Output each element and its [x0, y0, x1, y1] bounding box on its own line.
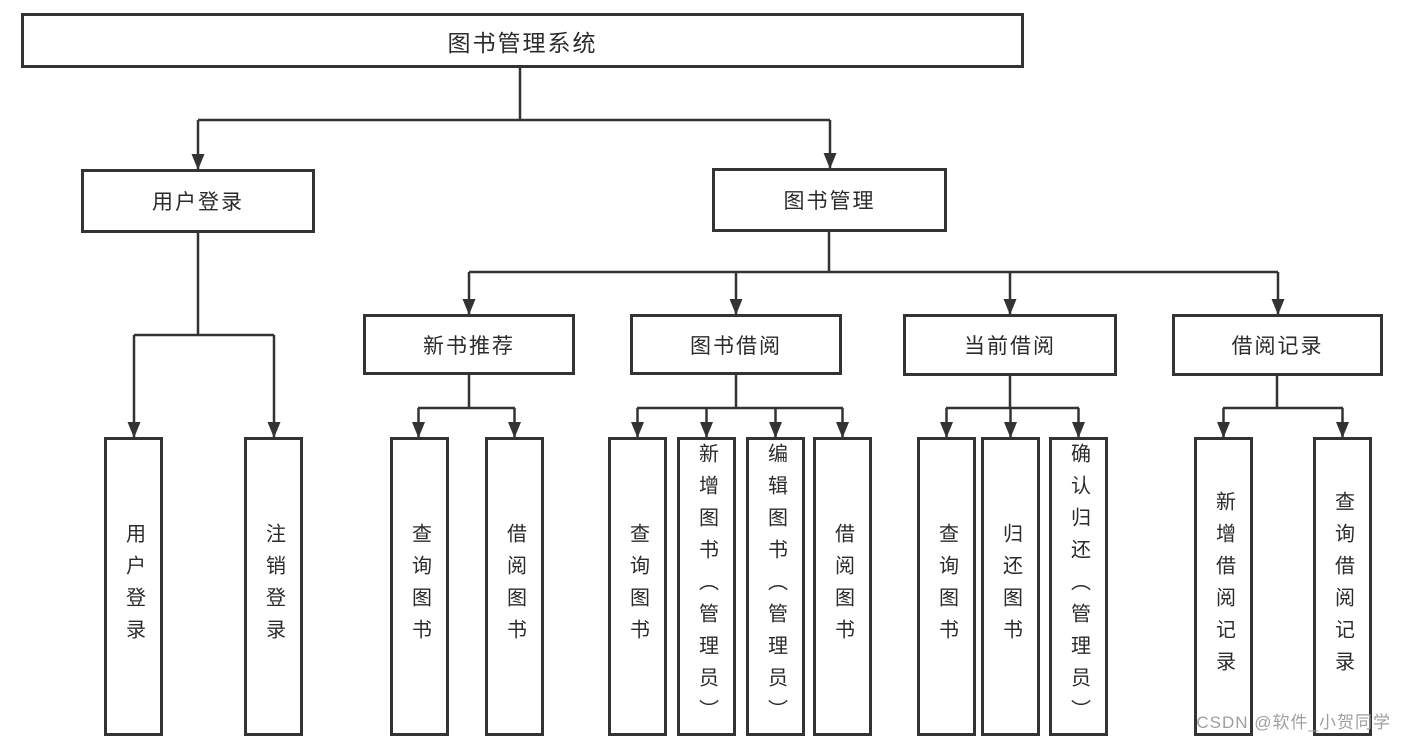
node-user-login: 用户登录: [81, 169, 315, 233]
node-label: 查询图书: [626, 522, 649, 651]
node-label: 新增借阅记录: [1212, 490, 1235, 683]
leaf-return-books: 归还图书: [981, 437, 1040, 736]
node-label: 图书借阅: [690, 334, 782, 358]
leaf-borrow-books-recommend: 借阅图书: [485, 437, 544, 736]
leaf-add-borrow-record: 新增借阅记录: [1194, 437, 1253, 736]
node-label: 查询借阅记录: [1331, 490, 1354, 683]
node-library-management-system: 图书管理系统: [21, 13, 1024, 68]
node-label: 新增图书（管理员）: [695, 442, 718, 731]
node-book-borrow: 图书借阅: [630, 314, 842, 375]
node-book-management: 图书管理: [712, 168, 947, 232]
node-new-book-recommend: 新书推荐: [363, 314, 575, 375]
node-label: 查询图书: [408, 522, 431, 651]
leaf-logout: 注销登录: [244, 437, 303, 736]
leaf-query-borrow-record: 查询借阅记录: [1313, 437, 1372, 736]
node-label: 注销登录: [262, 522, 285, 651]
leaf-add-books-admin: 新增图书（管理员）: [677, 437, 736, 736]
leaf-confirm-return-admin: 确认归还（管理员）: [1049, 437, 1108, 736]
node-label: 确认归还（管理员）: [1067, 442, 1090, 731]
node-label: 用户登录: [152, 191, 244, 214]
node-label: 查询图书: [935, 522, 958, 651]
node-borrow-records: 借阅记录: [1172, 314, 1383, 376]
leaf-user-login: 用户登录: [104, 437, 163, 736]
node-label: 新书推荐: [423, 334, 515, 358]
node-label: 借阅图书: [503, 522, 526, 651]
csdn-watermark: CSDN @软件_小贺同学: [1196, 713, 1391, 732]
node-label: 图书管理系统: [447, 29, 598, 56]
leaf-borrow-books: 借阅图书: [813, 437, 872, 736]
leaf-query-books-borrow: 查询图书: [608, 437, 667, 736]
node-label: 编辑图书（管理员）: [764, 442, 787, 731]
node-label: 图书管理: [783, 190, 876, 213]
node-label: 当前借阅: [964, 335, 1056, 358]
leaf-query-books-recommend: 查询图书: [390, 437, 449, 736]
node-label: 用户登录: [122, 522, 145, 651]
node-label: 借阅图书: [831, 522, 854, 651]
leaf-query-books-current: 查询图书: [917, 437, 976, 736]
leaf-edit-books-admin: 编辑图书（管理员）: [746, 437, 805, 736]
node-label: 归还图书: [999, 522, 1022, 651]
node-current-borrow: 当前借阅: [903, 314, 1117, 376]
node-label: 借阅记录: [1231, 335, 1324, 358]
